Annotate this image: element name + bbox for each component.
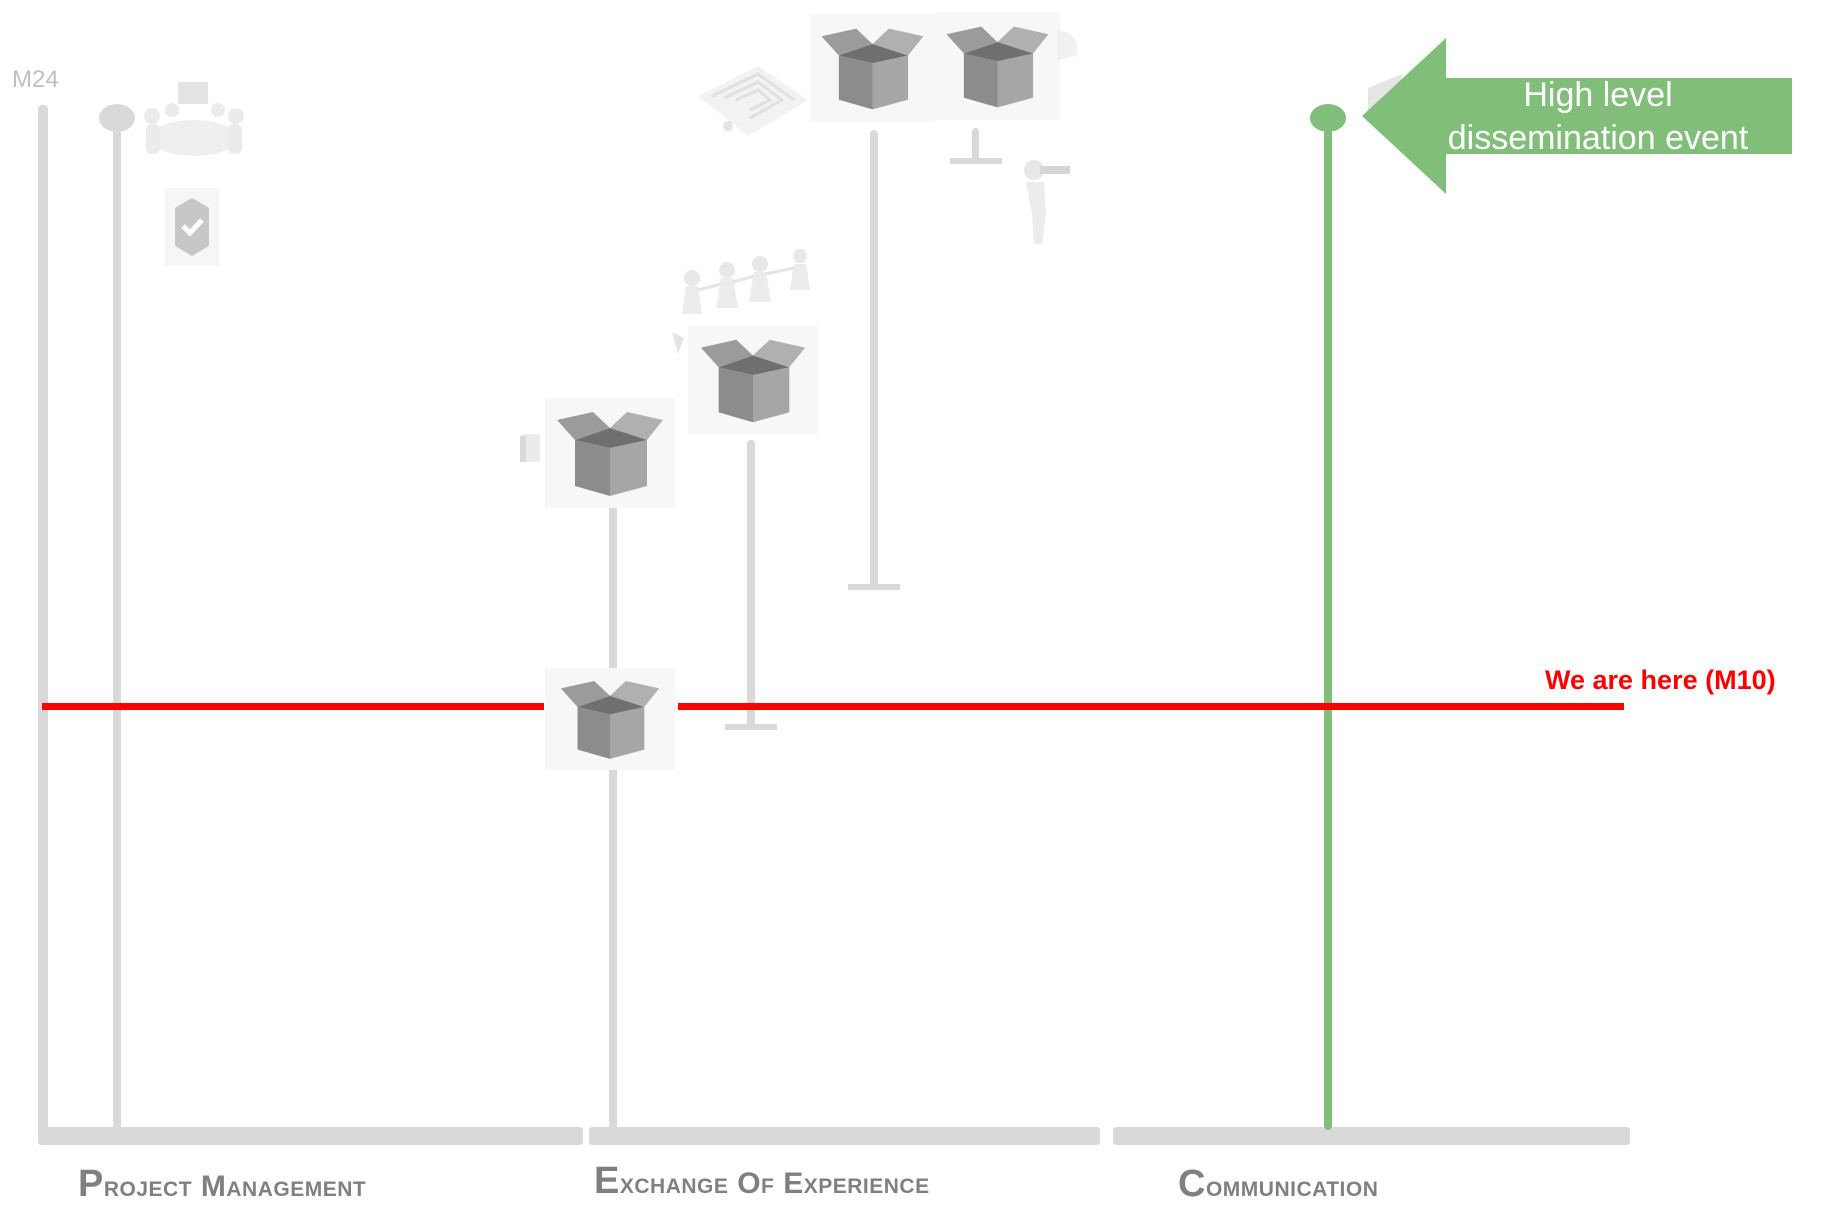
current-position-line-right — [678, 703, 1624, 710]
partial-figure-icon — [1058, 30, 1078, 60]
activity-line-project-meetings — [113, 115, 121, 1130]
binoculars-figure-icon — [1024, 160, 1070, 244]
callout-text: High level dissemination event — [1447, 76, 1749, 157]
activity-line-exchange-3 — [870, 130, 878, 590]
box-icon-exchange-3b — [935, 12, 1060, 120]
activity-end-exchange-2 — [725, 724, 777, 730]
document-icon — [520, 434, 540, 462]
activity-line-exchange-2 — [747, 440, 755, 730]
callout-arrow — [1362, 38, 1792, 194]
activity-line-communication — [1324, 118, 1332, 1130]
time-axis — [38, 105, 48, 1140]
track-bar-communication — [1113, 1127, 1630, 1145]
milestone-dot-project-meetings — [99, 104, 135, 132]
current-position-line-left — [42, 703, 544, 710]
track-label-exchange-of-experience: Exchange Of Experience — [594, 1160, 930, 1202]
maze-icon — [698, 66, 808, 136]
milestone-dot-dissemination — [1310, 104, 1346, 132]
box-icon-exchange-1b — [545, 668, 675, 770]
track-bar-project-management — [38, 1127, 583, 1145]
badge-icon — [165, 188, 219, 266]
activity-end-exchange-4 — [950, 158, 1002, 164]
track-bar-exchange-of-experience — [589, 1127, 1100, 1145]
box-icon-exchange-3a — [810, 14, 935, 122]
activity-line-exchange-4 — [972, 128, 979, 160]
meeting-icon — [144, 82, 244, 156]
axis-label-m24: M24 — [12, 66, 59, 93]
track-label-project-management: Project Management — [78, 1163, 367, 1205]
team-icon — [682, 249, 810, 314]
current-position-label: We are here (M10) — [1545, 665, 1776, 695]
activity-line-exchange-1 — [609, 505, 617, 1130]
track-label-communication: Communication — [1178, 1163, 1379, 1205]
box-icon-exchange-2 — [688, 326, 818, 434]
small-figure-icon — [672, 332, 684, 354]
box-icon-exchange-1a — [545, 398, 675, 508]
activity-end-exchange-3 — [848, 584, 900, 590]
